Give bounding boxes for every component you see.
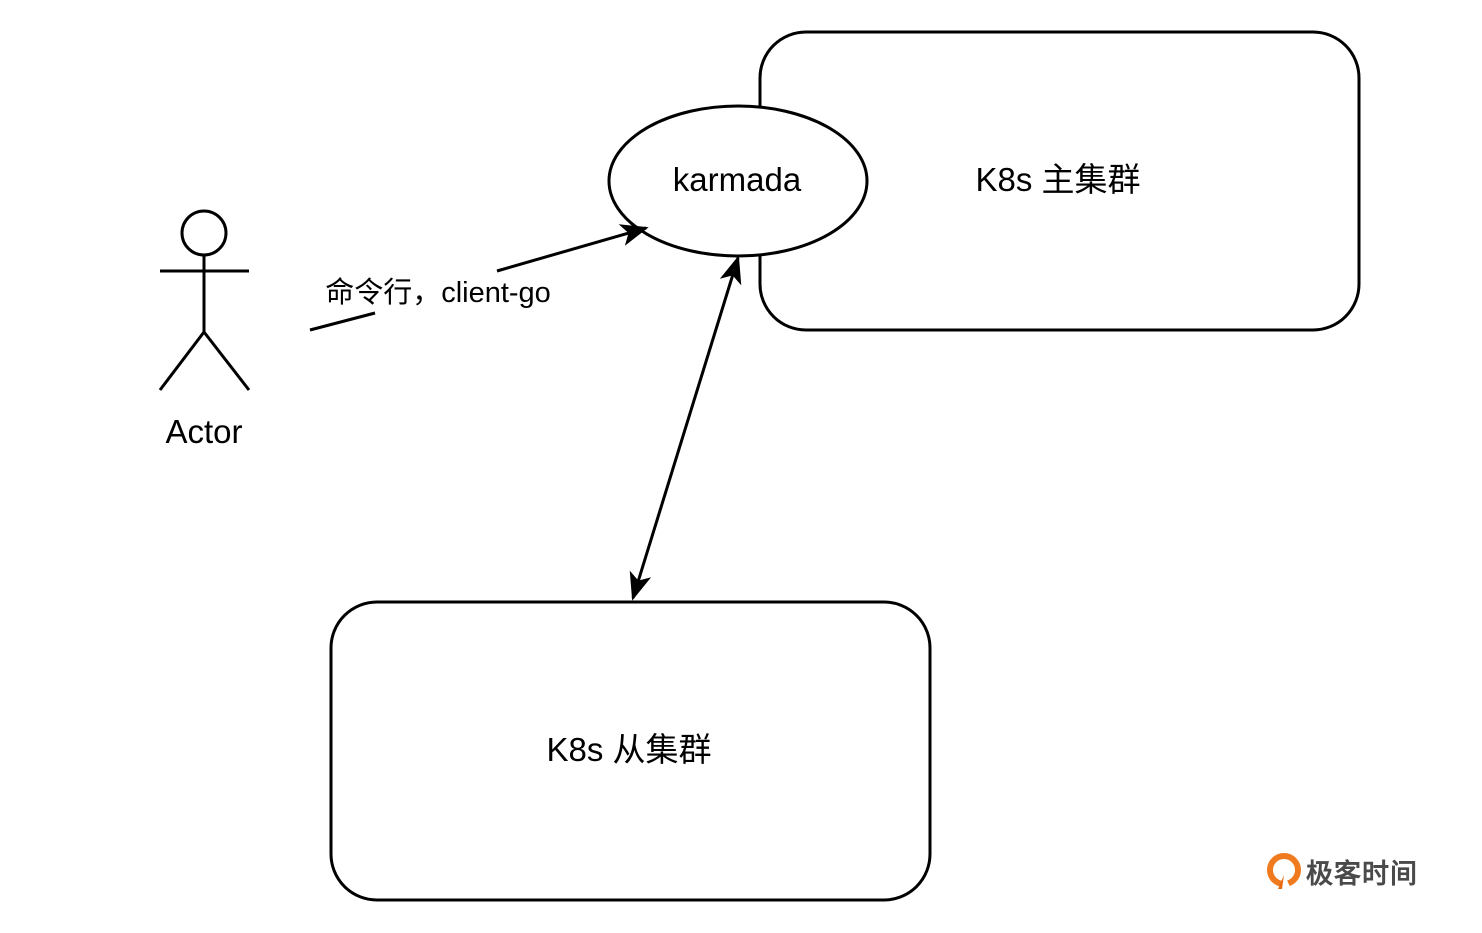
edge-karmada-to-member[interactable] [629,255,742,601]
karmada-label: karmada [673,161,802,198]
actor-node[interactable]: Actor [158,209,251,450]
watermark-text: 极客时间 [1306,859,1418,890]
member-cluster-node[interactable]: K8s 从集群 [329,600,932,902]
watermark: 极客时间 [1266,852,1418,891]
edge-label-actor-to-karmada: 命令行，client-go [325,276,551,309]
actor-label: Actor [165,413,242,450]
karmada-node[interactable]: karmada [607,104,869,258]
geektime-logo-icon [1267,852,1301,889]
arrow-head-icon [496,224,649,273]
edge-actor-to-karmada[interactable]: 命令行，client-go [309,224,649,332]
actor-icon [158,209,251,391]
main-cluster-node[interactable]: K8s 主集群 [758,30,1361,332]
main-cluster-label: K8s 主集群 [975,161,1140,198]
member-cluster-label: K8s 从集群 [546,731,711,768]
